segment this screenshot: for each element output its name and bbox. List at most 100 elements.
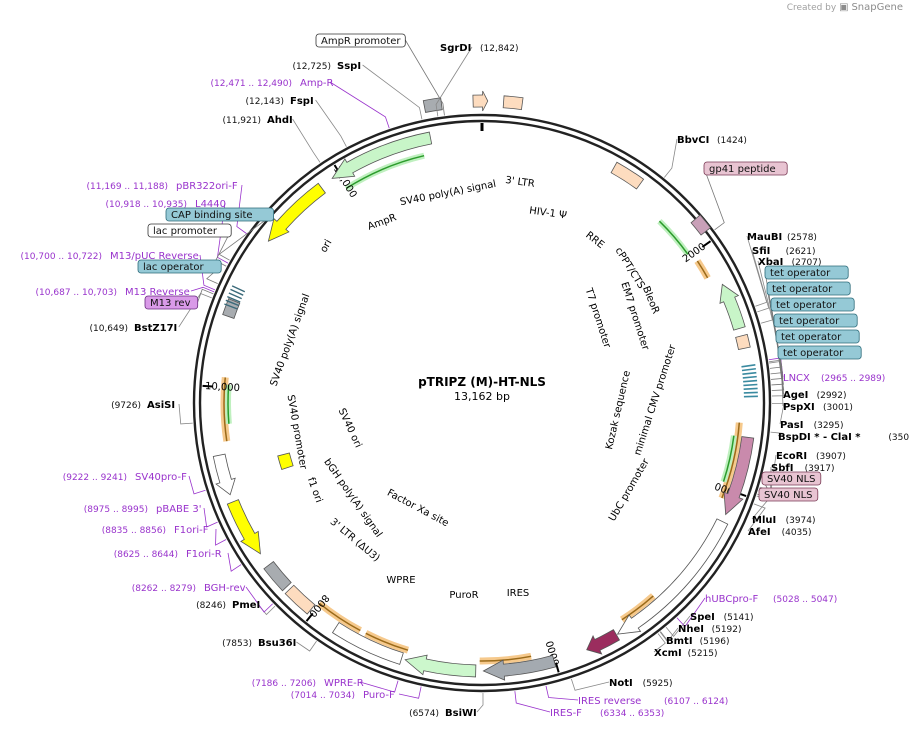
primer-sv40pro-f: SV40pro-F(9222 .. 9241): [63, 472, 187, 483]
enzyme-name: XbaI: [758, 257, 783, 268]
enzyme-name: SfiI: [752, 246, 770, 257]
primer-pbabe-3-: pBABE 3'(8975 .. 8995): [84, 504, 202, 515]
feature-label-factorxa: Factor Xa site: [385, 488, 450, 530]
enzyme-name: PasI: [780, 420, 803, 431]
feature-label-t7: T7 promoter: [582, 286, 612, 350]
lac-operator-bar: [225, 299, 240, 307]
enzyme-spei: SpeI(5141): [690, 612, 754, 623]
feature-halotag: [723, 436, 755, 516]
primer-position: (6107 .. 6124): [664, 697, 728, 707]
leader-line: [296, 640, 317, 652]
feature-box: [165, 207, 274, 222]
primer-position: (10,687 .. 10,703): [36, 288, 117, 298]
feature-rtta3: [586, 629, 621, 655]
tet-operator-bar: [741, 367, 756, 372]
enzyme-position: (2621): [786, 247, 816, 257]
feature-label-mcmv: minimal CMV promoter: [632, 343, 678, 457]
feature-shape: [610, 161, 645, 190]
feature-box-label: tet operator: [781, 332, 842, 343]
feature-label-halotag: HaloTag®: [682, 368, 693, 417]
feature-hiv-psi: [502, 95, 524, 111]
lac-operator-bar: [227, 296, 241, 303]
leader-line: [398, 686, 422, 699]
tet-operator-block: [741, 364, 758, 398]
primer-name: BGH-rev: [204, 583, 246, 594]
leader-line: [751, 249, 770, 313]
leader-line: [545, 685, 579, 701]
feature-box-label: lac promoter: [153, 226, 218, 237]
credit-prefix: Created by: [786, 3, 837, 13]
primer-name: pBABE 3': [156, 504, 202, 515]
feature-label-sv40pa-left: SV40 poly(A) signal: [269, 292, 313, 388]
boxed-feature-tet-operator: tet operator: [764, 265, 849, 280]
feature-box-label: lac operator: [143, 262, 204, 273]
tick-mark: [305, 612, 314, 622]
leader-line: [292, 118, 321, 163]
backbone-inner-circle: [198, 119, 766, 687]
enzyme-position: (5196): [700, 637, 730, 647]
enzyme-position: (3907): [816, 452, 846, 462]
snapgene-logo-icon: ▣: [839, 2, 849, 13]
primer-hubcpro-f: hUBCpro-F(5028 .. 5047): [705, 594, 837, 605]
lac-operator-block: [224, 285, 246, 310]
primer-name: IRES-F: [550, 708, 582, 719]
feature-label-ubc: UbC promoter: [607, 456, 652, 523]
leader-line: [190, 286, 215, 293]
tick-label: 10,000: [205, 381, 241, 394]
tick-label: 2000: [681, 241, 708, 265]
primer-position: (10,700 .. 10,722): [21, 252, 102, 262]
primer-pbr322ori-f: pBR322ori-F(11,169 .. 11,188): [87, 181, 238, 192]
primer-name: F1ori-F: [174, 525, 209, 536]
primer-position: (8625 .. 8644): [114, 550, 178, 560]
enzyme-bstz17i: BstZ17I(10,649): [89, 323, 177, 334]
primer-ires-f: IRES-F (6334 .. 6353): [550, 708, 664, 719]
enzyme-position: (2992): [817, 391, 847, 401]
enzyme-sbfi: SbfI(3917): [771, 463, 835, 474]
tick-mark: [701, 240, 712, 248]
feature-box: [758, 487, 819, 502]
leader-line: [771, 403, 785, 425]
leader-line: [514, 691, 551, 713]
enzyme-name: BspDI * - ClaI *: [778, 432, 861, 443]
enzyme-maubi: MauBI(2578): [747, 232, 817, 243]
leader-line: [404, 39, 445, 116]
leader-line: [362, 64, 423, 120]
enzyme-name: FspI: [290, 96, 314, 107]
enzyme-position: (9726): [111, 401, 141, 411]
feature-label-rre: RRE: [583, 230, 606, 251]
feature-ori: [267, 182, 326, 242]
primer-position: (6334 .. 6353): [600, 709, 664, 719]
feature-shape: [212, 453, 236, 496]
feature-box-label: tet operator: [772, 284, 833, 295]
feature-bgh: [263, 560, 292, 592]
feature-shape: [735, 333, 751, 351]
leader-line: [659, 631, 668, 642]
enzyme-name: BbvCI: [677, 135, 709, 146]
enzyme-name: PspXI: [783, 402, 815, 413]
boxed-feature-ampr-promoter: AmpR promoter: [315, 33, 406, 48]
enzyme-name: AfeI: [748, 527, 771, 538]
primer-m13-puc-reverse: M13/pUC Reverse(10,700 .. 10,722): [21, 251, 199, 262]
feature-ires: [482, 654, 557, 681]
leader-line: [215, 528, 227, 546]
enzyme-name: NotI: [609, 678, 633, 689]
leader-line: [665, 615, 691, 638]
plasmid-name: pTRIPZ (M)-HT-NLS: [418, 375, 546, 389]
leader-line: [770, 431, 784, 437]
enzyme-position: (3974): [786, 516, 816, 526]
feature-shape: [404, 654, 477, 678]
primer-f1ori-r: F1ori-R(8625 .. 8644): [114, 549, 222, 560]
feature-shape: [263, 560, 292, 592]
feature-box-label: SV40 NLS: [764, 490, 813, 501]
enzyme-name: EcoRI: [776, 451, 807, 462]
tet-operator-bar: [742, 371, 757, 376]
enzyme-position: (5215): [688, 649, 718, 659]
feature-label-f1ori: f1 ori: [305, 476, 324, 504]
primer-arc-line: [318, 602, 361, 632]
primer-bgh-rev: BGH-rev(8262 .. 8279): [132, 583, 246, 594]
primer-arc-line: [721, 422, 741, 499]
feature-sv40ori: [277, 452, 294, 470]
feature-shape: [482, 654, 557, 681]
feature-box-label: tet operator: [779, 316, 840, 327]
enzyme-name: AsiSI: [147, 400, 175, 411]
